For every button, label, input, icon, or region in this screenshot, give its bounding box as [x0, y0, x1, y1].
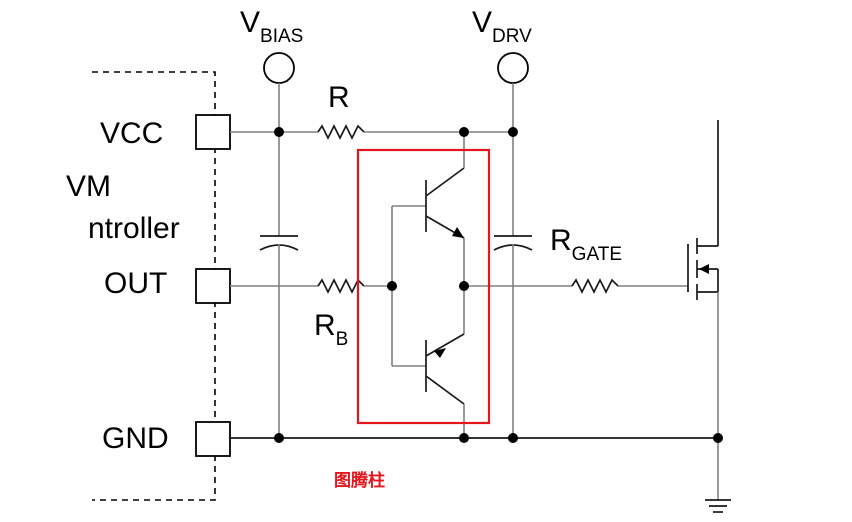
gnd-pin-label: GND — [102, 422, 169, 455]
vcc-rail — [230, 124, 513, 140]
totem-pole-highlight-box — [356, 148, 491, 425]
vdrv-terminal — [497, 52, 529, 132]
ground-icon — [705, 499, 731, 513]
totem-pole-transistors — [391, 132, 465, 438]
totem-pole-caption: 图腾柱 — [334, 470, 385, 491]
controller-label-line2: ntroller — [88, 212, 180, 245]
gate-drive-line — [464, 278, 688, 294]
vcc-pin — [195, 114, 231, 150]
vbias-label: VBIAS — [240, 6, 303, 47]
rgate-label: RGATE — [550, 224, 622, 265]
r-label: R — [328, 81, 350, 114]
vdrv-label: VDRV — [472, 6, 532, 47]
vdrv-decoupling-capacitor — [493, 132, 533, 438]
out-pin-label: OUT — [104, 267, 167, 300]
out-line — [230, 278, 392, 294]
junction-dots — [274, 127, 723, 443]
vcc-pin-label: VCC — [100, 117, 163, 150]
power-mosfet — [687, 120, 719, 500]
vbias-terminal — [263, 52, 295, 132]
rb-label: RB — [314, 309, 348, 350]
vbias-decoupling-capacitor — [259, 132, 299, 438]
out-pin — [195, 268, 231, 304]
gnd-pin — [195, 421, 231, 457]
controller-label-line1: VM — [66, 170, 111, 203]
